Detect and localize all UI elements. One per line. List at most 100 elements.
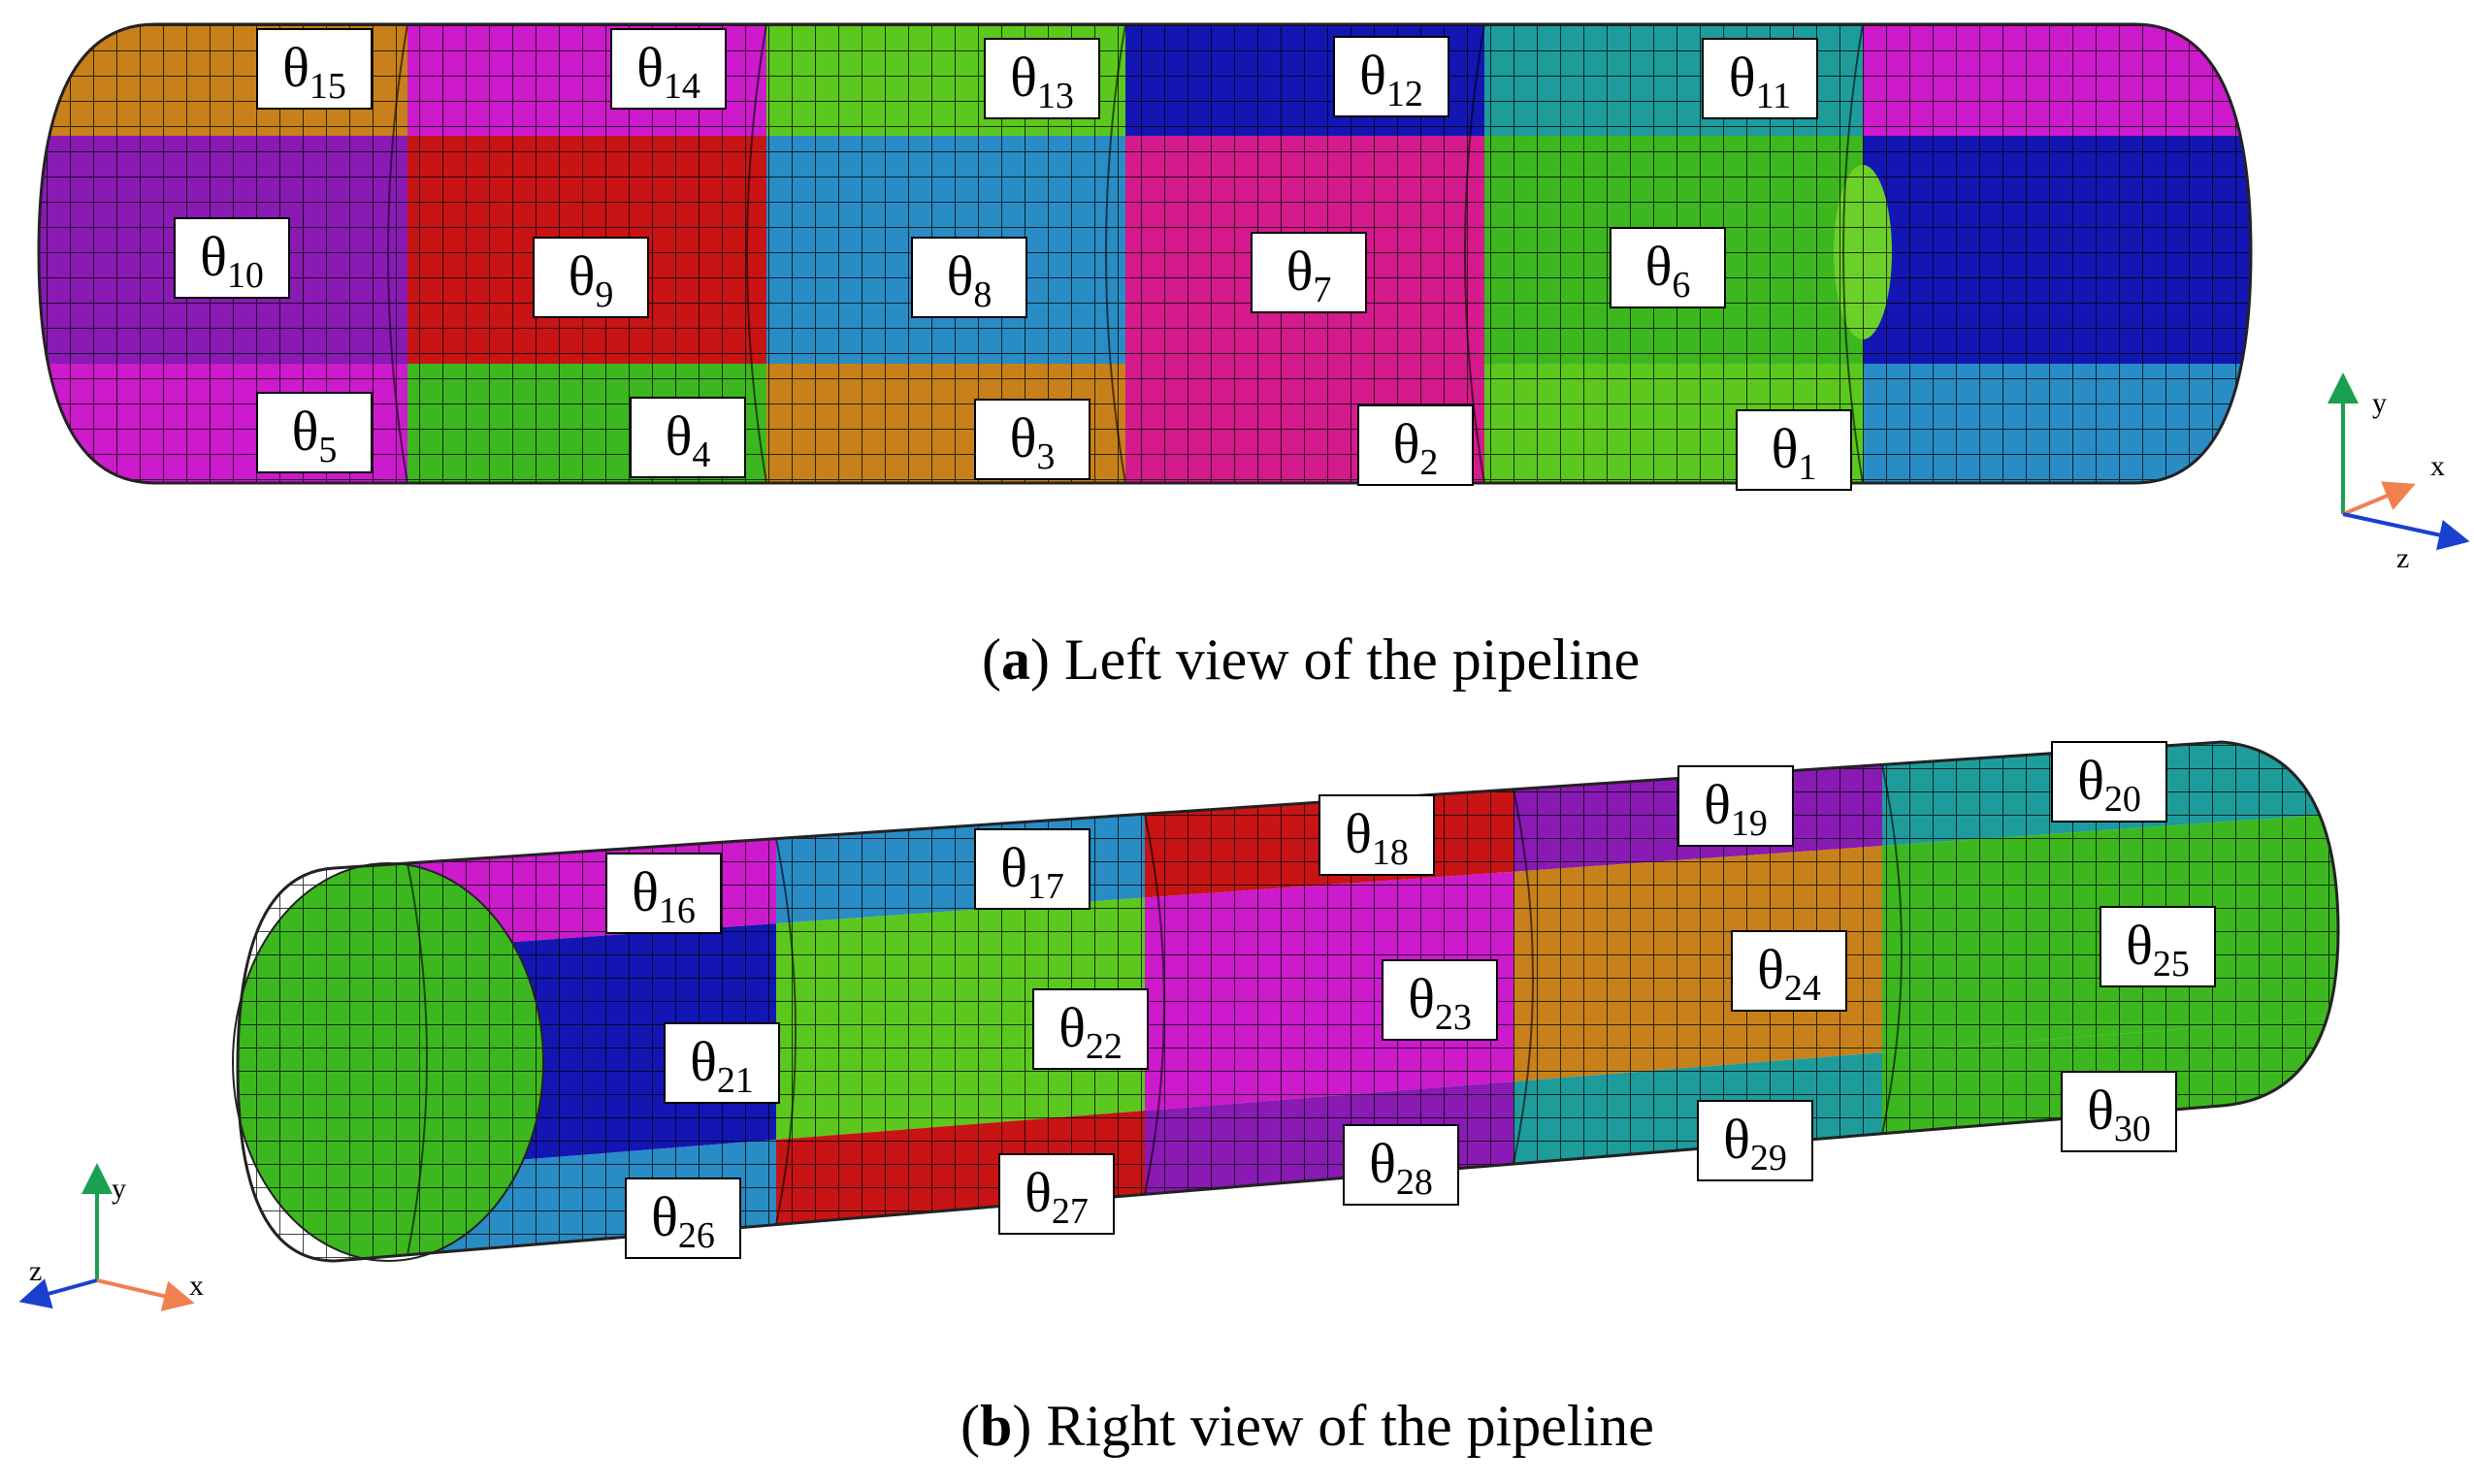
pipe-outline xyxy=(236,740,2340,1263)
theta-label-29: θ29 xyxy=(1697,1100,1813,1181)
theta-label-2: θ2 xyxy=(1357,404,1474,486)
label-text: θ24 xyxy=(1757,938,1821,1009)
theta-label-1: θ1 xyxy=(1736,409,1852,491)
theta-label-17: θ17 xyxy=(974,828,1091,910)
theta-label-6: θ6 xyxy=(1610,227,1726,308)
theta-label-12: θ12 xyxy=(1333,36,1449,117)
axis-label-x: x xyxy=(2430,450,2445,482)
label-box xyxy=(610,28,727,110)
label-text: θ14 xyxy=(636,36,700,107)
label-text: θ15 xyxy=(282,36,346,107)
label-text: θ10 xyxy=(200,225,264,296)
label-box xyxy=(1251,232,1367,313)
label-text: θ1 xyxy=(1772,417,1817,488)
theta-label-27: θ27 xyxy=(998,1153,1115,1235)
theta-label-23: θ23 xyxy=(1382,959,1498,1041)
label-box xyxy=(1736,409,1852,491)
theta-label-3: θ3 xyxy=(974,399,1091,480)
label-box xyxy=(605,853,722,934)
label-text: θ26 xyxy=(651,1185,715,1256)
label-box xyxy=(974,828,1091,910)
label-box xyxy=(625,1178,741,1259)
label-text: θ21 xyxy=(690,1030,754,1101)
label-box xyxy=(1318,794,1435,876)
label-box xyxy=(974,399,1091,480)
label-box xyxy=(911,237,1027,318)
theta-label-26: θ26 xyxy=(625,1178,741,1259)
label-box xyxy=(256,392,373,473)
label-text: θ11 xyxy=(1729,46,1791,116)
label-text: θ7 xyxy=(1286,240,1332,310)
axis-label-z: z xyxy=(29,1255,42,1287)
theta-label-25: θ25 xyxy=(2100,906,2216,987)
panel-a-axis-triad: y x z xyxy=(2328,372,2470,574)
label-text: θ2 xyxy=(1393,412,1439,483)
theta-label-16: θ16 xyxy=(605,853,722,934)
label-text: θ29 xyxy=(1723,1108,1787,1178)
theta-label-5: θ5 xyxy=(256,392,373,473)
label-box xyxy=(664,1022,780,1104)
label-text: θ16 xyxy=(632,860,696,931)
label-box xyxy=(630,397,746,478)
label-box xyxy=(1333,36,1449,117)
label-text: θ8 xyxy=(947,244,993,315)
label-text: θ27 xyxy=(1025,1161,1089,1232)
label-box xyxy=(1382,959,1498,1041)
theta-label-21: θ21 xyxy=(664,1022,780,1104)
label-text: θ20 xyxy=(2077,749,2141,820)
label-box xyxy=(2100,906,2216,987)
label-box xyxy=(1697,1100,1813,1181)
theta-label-24: θ24 xyxy=(1731,930,1847,1012)
panel-b-caption: (b) Right view of the pipeline xyxy=(960,1394,1654,1458)
theta-label-11: θ11 xyxy=(1702,38,1818,119)
label-text: θ5 xyxy=(292,400,338,470)
label-text: θ13 xyxy=(1010,46,1074,116)
label-box xyxy=(1610,227,1726,308)
label-text: θ30 xyxy=(2087,1079,2151,1149)
label-box xyxy=(1702,38,1818,119)
panel-a-left-view: θ15 θ14 θ13 θ12 θ11 θ10 θ9 θ8 θ7 θ6 θ5 θ4 θ3 θ2 θ1 xyxy=(37,22,2253,491)
label-box xyxy=(174,217,290,299)
theta-label-20: θ20 xyxy=(2051,741,2167,823)
label-text: θ17 xyxy=(1000,836,1064,907)
axis-label-y: y xyxy=(2372,387,2387,419)
label-box xyxy=(1677,765,1794,847)
label-box xyxy=(533,237,649,318)
label-box xyxy=(2051,741,2167,823)
pipe-outline xyxy=(37,22,2253,485)
theta-label-13: θ13 xyxy=(984,38,1100,119)
label-box xyxy=(1357,404,1474,486)
label-text: θ12 xyxy=(1359,44,1423,114)
theta-label-10: θ10 xyxy=(174,217,290,299)
theta-label-14: θ14 xyxy=(610,28,727,110)
label-text: θ6 xyxy=(1645,235,1691,306)
axis-label-x: x xyxy=(189,1270,204,1302)
theta-label-18: θ18 xyxy=(1318,794,1435,876)
label-text: θ23 xyxy=(1408,967,1472,1038)
axis-label-y: y xyxy=(112,1173,126,1205)
label-box xyxy=(2061,1071,2177,1152)
label-box xyxy=(1731,930,1847,1012)
label-text: θ4 xyxy=(666,404,711,475)
label-box xyxy=(1343,1124,1459,1206)
theta-label-15: θ15 xyxy=(256,28,373,110)
label-box xyxy=(984,38,1100,119)
panel-a-caption: (a) Left view of the pipeline xyxy=(982,628,1640,692)
label-text: θ25 xyxy=(2126,914,2190,984)
theta-label-30: θ30 xyxy=(2061,1071,2177,1152)
theta-label-19: θ19 xyxy=(1677,765,1794,847)
label-text: θ28 xyxy=(1369,1132,1433,1203)
panel-b-axis-triad: y z x xyxy=(18,1163,204,1311)
theta-label-8: θ8 xyxy=(911,237,1027,318)
theta-label-9: θ9 xyxy=(533,237,649,318)
theta-label-28: θ28 xyxy=(1343,1124,1459,1206)
label-text: θ3 xyxy=(1010,406,1056,477)
label-text: θ9 xyxy=(569,244,614,315)
panel-b-right-view: θ16 θ17 θ18 θ19 θ20 θ21 θ22 θ23 θ24 θ25 θ26 θ27 θ28 θ… xyxy=(232,740,2340,1263)
theta-label-4: θ4 xyxy=(630,397,746,478)
label-box xyxy=(256,28,373,110)
label-text: θ19 xyxy=(1704,773,1768,844)
axis-label-z: z xyxy=(2396,542,2409,574)
theta-label-22: θ22 xyxy=(1032,988,1149,1070)
